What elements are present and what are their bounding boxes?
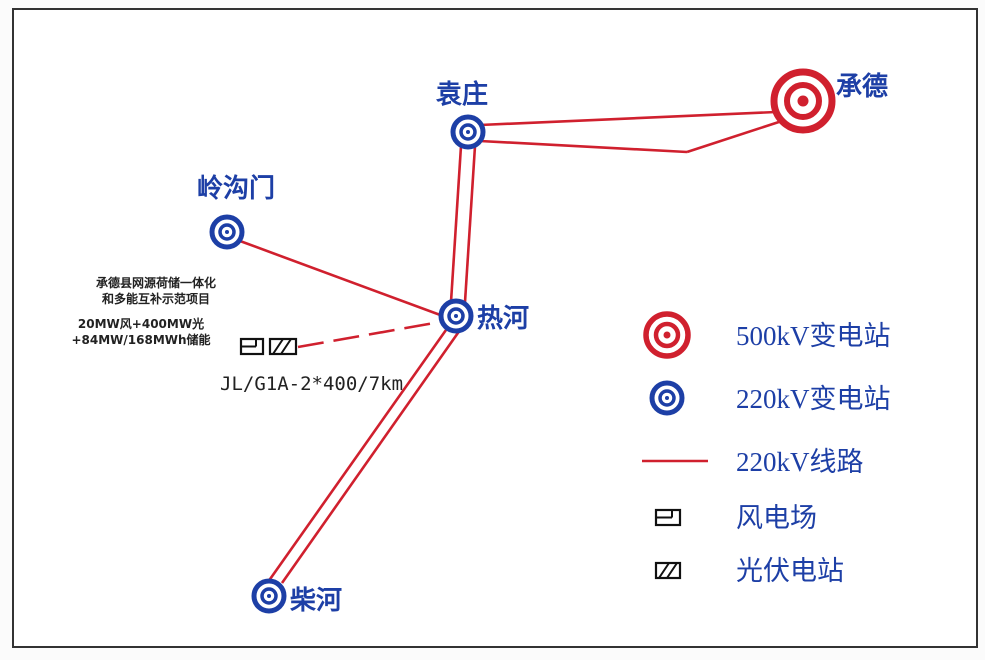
substation-chengde: 承德 bbox=[770, 68, 888, 134]
line-rehe-chaihe-2 bbox=[280, 329, 462, 584]
project-line-2: 和多能互补示范项目 bbox=[101, 291, 210, 306]
substation-chaihe: 柴河 bbox=[251, 578, 342, 616]
line-linggoumen-rehe bbox=[239, 239, 444, 318]
legend-label-wind: 风电场 bbox=[736, 503, 817, 533]
legend-label-500kv: 500kV变电站 bbox=[736, 321, 891, 351]
wind-farm-icon bbox=[654, 508, 682, 527]
legend-item-wind: 风电场 bbox=[654, 503, 817, 533]
project-description: 承德县网源荷储一体化 和多能互补示范项目 20MW风+400MW光 +84MW/… bbox=[71, 275, 216, 347]
station-label-linggoumen: 岭沟门 bbox=[197, 174, 275, 204]
station-label-rehe: 热河 bbox=[477, 304, 529, 334]
project-line-1: 承德县网源荷储一体化 bbox=[96, 275, 216, 290]
legend: 500kV变电站 220kV变电站 220kV线路 bbox=[642, 311, 891, 586]
legend-item-220kv: 220kV变电站 bbox=[649, 380, 891, 416]
line-project-rehe-dashed bbox=[297, 320, 441, 349]
substation-220kv-icon bbox=[649, 380, 685, 416]
line-yuanzhuang-chengde-2a bbox=[479, 139, 688, 154]
legend-label-pv: 光伏电站 bbox=[736, 556, 844, 586]
substation-500kv-icon bbox=[770, 68, 836, 134]
legend-item-pv: 光伏电站 bbox=[654, 556, 844, 586]
line-yuanzhuang-chengde-2b bbox=[686, 118, 786, 154]
transmission-lines bbox=[239, 110, 786, 584]
line-yuanzhuang-rehe-2 bbox=[463, 145, 477, 303]
pv-station-icon bbox=[268, 337, 298, 356]
line-rehe-chaihe-1 bbox=[266, 329, 448, 583]
line-yuanzhuang-chengde-1 bbox=[479, 110, 777, 127]
substation-220kv-icon bbox=[209, 214, 245, 250]
legend-item-line: 220kV线路 bbox=[642, 447, 864, 477]
substation-rehe: 热河 bbox=[438, 298, 529, 334]
wind-farm-icon bbox=[239, 337, 265, 356]
substation-linggoumen: 岭沟门 bbox=[197, 174, 275, 250]
substation-500kv-icon bbox=[643, 311, 691, 359]
legend-label-220kv: 220kV变电站 bbox=[736, 384, 891, 414]
substation-220kv-icon bbox=[251, 578, 287, 614]
substation-220kv-icon bbox=[438, 298, 474, 334]
line-yuanzhuang-rehe-1 bbox=[449, 145, 463, 303]
conductor-label: JL/G1A-2*400/7km bbox=[220, 373, 403, 395]
station-label-chengde: 承德 bbox=[836, 72, 888, 102]
station-label-chaihe: 柴河 bbox=[289, 586, 342, 616]
legend-label-line: 220kV线路 bbox=[736, 447, 864, 477]
substation-yuanzhuang: 袁庄 bbox=[435, 79, 488, 150]
legend-item-500kv: 500kV变电站 bbox=[643, 311, 891, 359]
pv-station-icon bbox=[654, 561, 682, 580]
project-line-4: +84MW/168MWh储能 bbox=[71, 332, 210, 347]
station-label-yuanzhuang: 袁庄 bbox=[435, 79, 488, 110]
substation-220kv-icon bbox=[450, 114, 486, 150]
project-line-3: 20MW风+400MW光 bbox=[78, 316, 204, 331]
